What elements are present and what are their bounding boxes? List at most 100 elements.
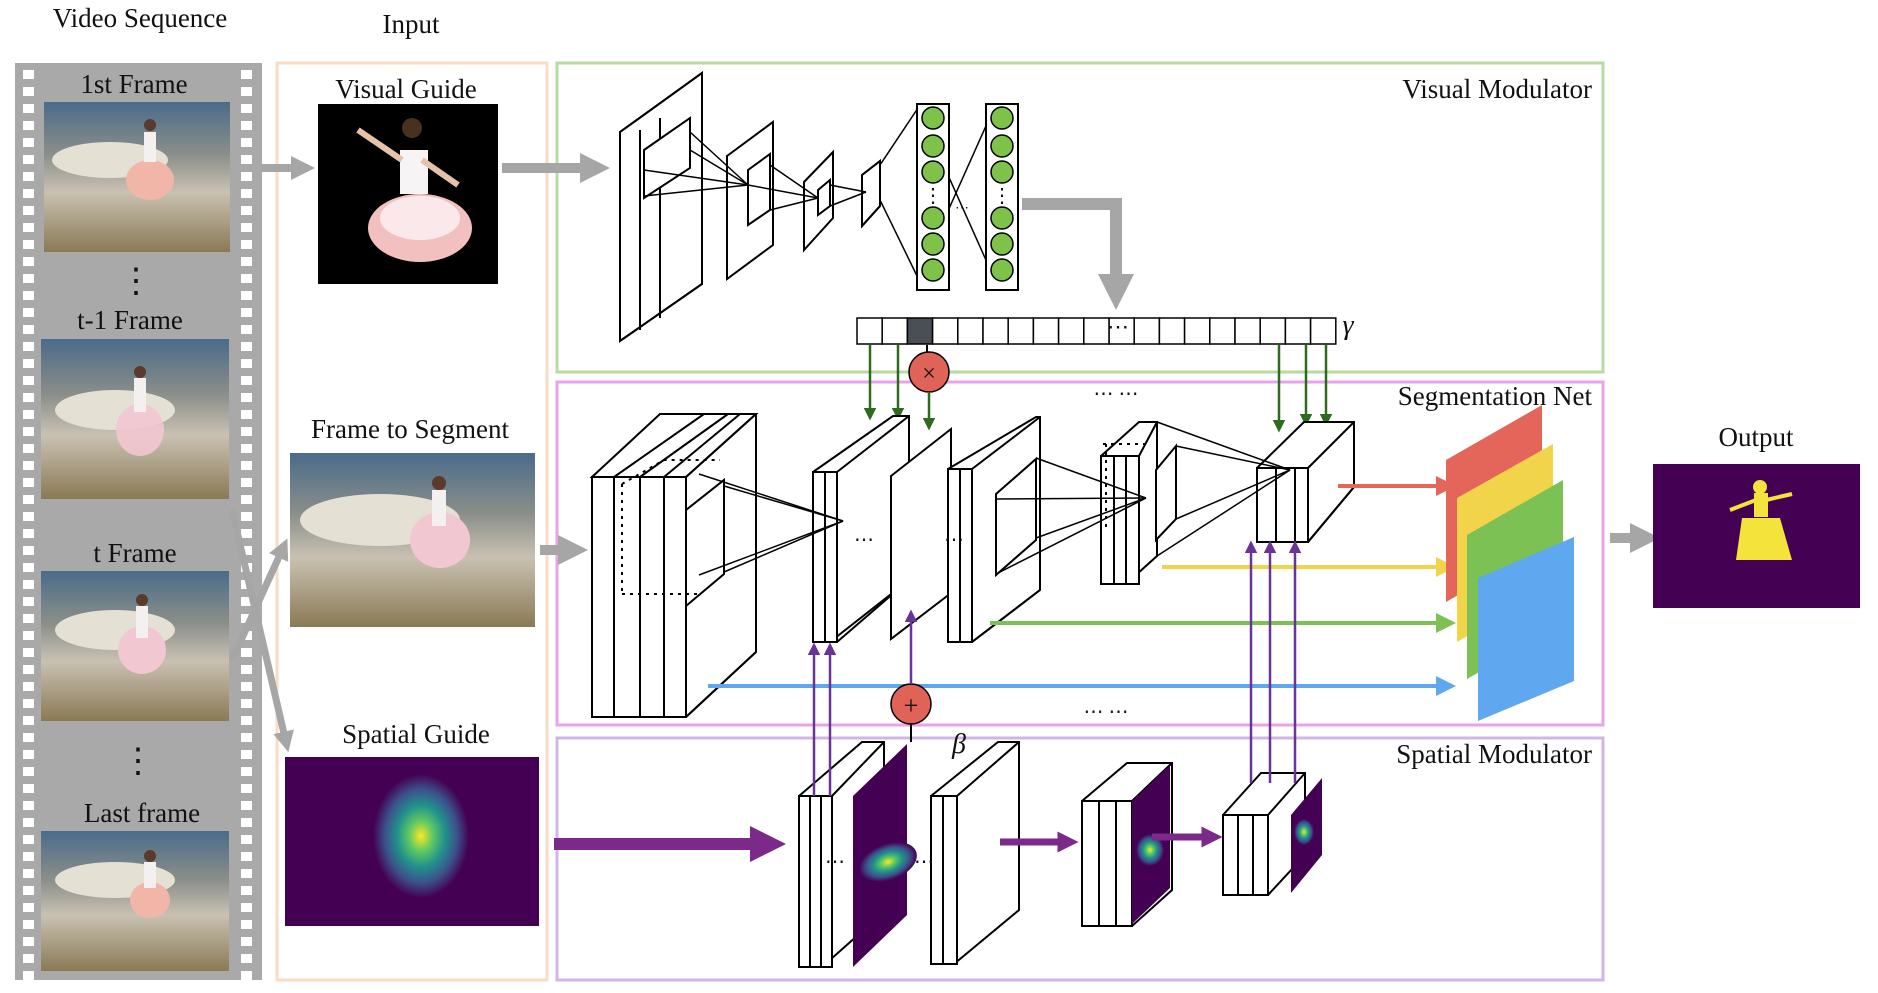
sprocket-hole [23, 274, 34, 283]
spatial-guide-label: Spatial Guide [342, 719, 490, 749]
sprocket-hole [23, 784, 34, 793]
sprocket-hole [23, 869, 34, 878]
spatial-modulator-box [555, 736, 1605, 982]
spatial-heatmap-slabs [853, 744, 1322, 967]
sprocket-hole [23, 104, 34, 113]
sprocket-hole [23, 835, 34, 844]
sprocket-hole [23, 257, 34, 266]
gamma-cell [1158, 317, 1186, 345]
gamma-label: γ [1342, 310, 1354, 341]
sprocket-hole [23, 376, 34, 385]
sprocket-hole [23, 223, 34, 232]
sprocket-hole [241, 223, 252, 232]
sprocket-hole [23, 937, 34, 946]
svg-text:×: × [922, 361, 936, 387]
sprocket-hole [23, 971, 34, 980]
sprocket-hole [23, 155, 34, 164]
sprocket-hole [23, 546, 34, 555]
sprocket-hole [23, 733, 34, 742]
sprocket-hole [241, 852, 252, 861]
sprocket-hole [23, 308, 34, 317]
gamma-cell [1183, 317, 1211, 345]
sprocket-hole [23, 563, 34, 572]
sprocket-hole [241, 291, 252, 300]
spatial-modulator-title: Spatial Modulator [1396, 739, 1592, 769]
seg-dots-top: ⋯ ⋯ [1094, 383, 1139, 405]
video-sequence-label: Video Sequence [53, 3, 228, 33]
sprocket-hole [23, 852, 34, 861]
gamma-vector [856, 317, 1337, 345]
sprocket-hole [241, 155, 252, 164]
sprocket-hole [23, 512, 34, 521]
sprocket-hole [241, 342, 252, 351]
sprocket-hole [241, 427, 252, 436]
add-op: + [890, 683, 932, 725]
sprocket-hole [23, 410, 34, 419]
side-output-arrows [708, 476, 1456, 696]
gamma-cell [881, 317, 909, 345]
sprocket-hole [23, 325, 34, 334]
gamma-cell [1234, 317, 1261, 345]
sprocket-hole [23, 393, 34, 402]
frame-image-t [41, 571, 229, 721]
sprocket-hole [241, 733, 252, 742]
output-mask-image [1653, 464, 1860, 608]
gamma-cell [1007, 317, 1035, 345]
gamma-cell [931, 317, 959, 345]
sprocket-hole [241, 393, 252, 402]
sprocket-hole [241, 648, 252, 657]
sprocket-hole [23, 801, 34, 810]
sprocket-hole [241, 529, 252, 538]
frame-label-t: t Frame [93, 538, 176, 568]
film-strip: 1st Frame ⋮ t-1 Frame t Frame ⋮ [15, 63, 262, 980]
fc-mid-dots: ⋯ [955, 201, 969, 216]
fc-neuron [921, 106, 945, 130]
sprocket-hole [23, 597, 34, 606]
sprocket-hole [23, 87, 34, 96]
sprocket-hole [241, 189, 252, 198]
sprocket-hole [241, 444, 252, 453]
sprocket-hole [23, 291, 34, 300]
sprocket-hole [241, 937, 252, 946]
sprocket-hole [241, 410, 252, 419]
sprocket-hole [241, 461, 252, 470]
sprocket-hole [241, 257, 252, 266]
sprocket-hole [241, 104, 252, 113]
sprocket-hole [23, 206, 34, 215]
visual-guide-label: Visual Guide [335, 74, 477, 104]
sprocket-hole [23, 580, 34, 589]
sprocket-hole [23, 529, 34, 538]
sprocket-hole [241, 478, 252, 487]
fc-neuron [990, 232, 1014, 256]
sprocket-hole [23, 240, 34, 249]
visual-modulator-network [619, 71, 1019, 343]
sprocket-hole [241, 87, 252, 96]
sprocket-hole [23, 818, 34, 827]
sprocket-hole [241, 138, 252, 147]
beta-arrows [807, 540, 1302, 796]
sprocket-hole [241, 767, 252, 776]
svg-text:+: + [904, 691, 919, 720]
sprocket-hole [23, 614, 34, 623]
frame-to-segment-image [290, 453, 535, 627]
output-label: Output [1718, 422, 1794, 452]
sprocket-hole [23, 920, 34, 929]
sprocket-hole [241, 903, 252, 912]
sprocket-hole [23, 342, 34, 351]
output-feature-maps [1446, 405, 1574, 721]
spatial-dots-1: ⋯ [825, 851, 845, 873]
visual-guide-image [318, 104, 498, 284]
sprocket-hole [241, 682, 252, 691]
sprocket-hole [241, 784, 252, 793]
segmentation-network [589, 413, 1355, 718]
fc-neurons [921, 106, 1014, 282]
gamma-cell [1209, 317, 1236, 345]
fc-neuron [990, 106, 1014, 130]
fc-neuron [990, 258, 1014, 282]
gamma-cell [957, 317, 984, 345]
frame-to-segment-label: Frame to Segment [311, 414, 509, 444]
sprocket-hole [241, 240, 252, 249]
sprocket-hole [23, 70, 34, 79]
sprocket-hole [241, 376, 252, 385]
fc-neuron [990, 206, 1014, 230]
